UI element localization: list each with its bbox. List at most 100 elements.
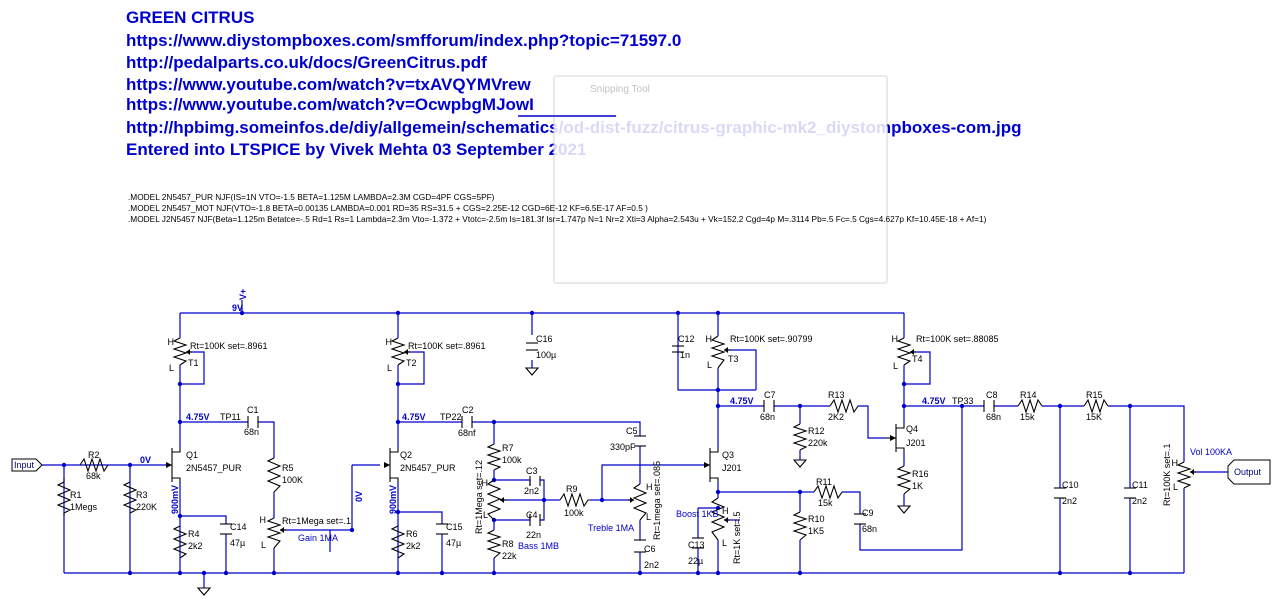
- trimmer-t2[interactable]: H L T2 Rt=100K set=.8961: [386, 337, 486, 373]
- link-diystompboxes[interactable]: https://www.diystompboxes.com/smfforum/i…: [126, 31, 681, 50]
- net-0v: 0V: [140, 455, 151, 465]
- svg-text:Rt=100K set=.8961: Rt=100K set=.8961: [190, 341, 268, 351]
- trimmer-t3[interactable]: H L T3 Rt=100K set=.90799: [706, 334, 813, 370]
- model-directives: .MODEL 2N5457_PUR NJF(IS=1N VTO=-1.5 BET…: [128, 192, 987, 224]
- svg-text:R13: R13: [828, 390, 845, 400]
- svg-text:Input: Input: [14, 460, 35, 470]
- resistor-r10[interactable]: R10 1K5: [792, 511, 825, 541]
- resistor-r9[interactable]: R9 100k: [559, 484, 590, 518]
- svg-text:C15: C15: [446, 522, 463, 532]
- capacitor-c3[interactable]: C3 2n2: [524, 466, 541, 496]
- pot-boost[interactable]: H L Rt=1K set=.5 Boost 1KB: [676, 497, 742, 564]
- svg-text:R7: R7: [502, 443, 514, 453]
- pot-volume[interactable]: H L Rt=100K set=.1 Vol 100KA: [1162, 443, 1232, 506]
- svg-text:H: H: [646, 482, 653, 492]
- svg-text:R6: R6: [406, 529, 418, 539]
- resistor-r6[interactable]: R6 2k2: [390, 525, 421, 559]
- resistor-r12[interactable]: R12 220k: [792, 423, 828, 451]
- svg-text:T1: T1: [188, 358, 199, 368]
- resistor-r8[interactable]: R8 22k: [486, 529, 517, 561]
- pot-treble[interactable]: H L Rt=1mega set=.085 Treble 1MA: [588, 461, 662, 540]
- pot-bass[interactable]: H L Rt=1Mega set=.12 Bass 1MB: [474, 460, 559, 551]
- resistor-r15[interactable]: R15 15K: [1083, 390, 1109, 422]
- net-vplus: V+: [238, 289, 248, 300]
- svg-text:2k2: 2k2: [188, 541, 203, 551]
- capacitor-c9[interactable]: C9 68n: [854, 508, 877, 534]
- resistor-r11[interactable]: R11 15k: [813, 477, 843, 508]
- resistor-r14[interactable]: R14 15k: [1017, 390, 1043, 422]
- svg-text:220K: 220K: [136, 502, 157, 512]
- svg-text:22n: 22n: [526, 530, 541, 540]
- resistor-r16[interactable]: R16 1K: [896, 465, 929, 495]
- svg-text:Q2: Q2: [400, 450, 412, 460]
- svg-text:C5: C5: [626, 426, 638, 436]
- snipping-tool-title: Snipping Tool: [590, 84, 650, 95]
- link-pedalparts[interactable]: http://pedalparts.co.uk/docs/GreenCitrus…: [126, 53, 487, 72]
- trimmer-t1[interactable]: H L T1 Rt=100K set=.8961: [168, 337, 268, 373]
- resistor-r1[interactable]: R1 1Megs: [56, 478, 98, 516]
- svg-text:R14: R14: [1020, 390, 1037, 400]
- svg-text:15K: 15K: [1086, 412, 1102, 422]
- svg-text:R3: R3: [136, 490, 148, 500]
- svg-text:Q4: Q4: [906, 424, 918, 434]
- capacitor-c13[interactable]: C13 22µ: [688, 537, 705, 566]
- svg-text:100µ: 100µ: [536, 350, 556, 360]
- input-port[interactable]: Input: [11, 458, 43, 472]
- resistor-r2[interactable]: R2 68k: [79, 450, 109, 481]
- capacitor-c10[interactable]: C10 2n2: [1054, 480, 1079, 506]
- ground-symbol: [792, 459, 808, 468]
- trimmer-t4[interactable]: H L T4 Rt=100K set=.88085: [892, 334, 999, 371]
- capacitor-c14[interactable]: C14 47µ: [220, 522, 247, 548]
- capacitor-c8[interactable]: C8 68n: [983, 390, 1001, 422]
- net-labels: V+ 9V 0V 4.75V 4.75V 4.75V 4.75V 900mV 9…: [140, 289, 974, 514]
- svg-text:Rt=1Mega set=.12: Rt=1Mega set=.12: [474, 460, 484, 534]
- svg-text:330pF: 330pF: [610, 442, 636, 452]
- capacitor-c1[interactable]: C1 68n: [244, 405, 259, 437]
- resistor-r7[interactable]: R7 100k: [486, 443, 522, 471]
- svg-text:2n2: 2n2: [1062, 496, 1077, 506]
- jfet-q3[interactable]: Q3 J201: [704, 448, 742, 482]
- ground-symbol: [896, 505, 912, 514]
- svg-text:H: H: [386, 337, 393, 347]
- svg-text:C12: C12: [678, 334, 695, 344]
- net-475-2: 4.75V: [402, 412, 426, 422]
- capacitor-c16[interactable]: C16 100µ: [526, 334, 556, 360]
- t2-wiper: [398, 351, 425, 385]
- capacitor-c15[interactable]: C15 47µ: [436, 522, 463, 548]
- capacitor-c6[interactable]: C6 2n2: [634, 539, 659, 570]
- svg-text:C4: C4: [526, 510, 538, 520]
- svg-text:H: H: [722, 506, 729, 516]
- svg-text:R15: R15: [1086, 390, 1103, 400]
- capacitor-c7[interactable]: C7 68n: [760, 390, 776, 422]
- svg-text:1K5: 1K5: [808, 526, 824, 536]
- pot-gain[interactable]: H L Rt=1Mega set=.1 Gain 1MA: [260, 515, 352, 550]
- svg-text:L: L: [1173, 482, 1178, 492]
- link-youtube-2[interactable]: https://www.youtube.com/watch?v=OcwpbgMJ…: [126, 95, 534, 114]
- capacitor-c2[interactable]: C2 68nf: [458, 405, 476, 438]
- svg-text:C13: C13: [688, 540, 705, 550]
- svg-text:T4: T4: [912, 354, 923, 364]
- jfet-q4[interactable]: Q4 J201: [886, 424, 926, 452]
- c9-loop: [859, 406, 963, 551]
- jfet-q2[interactable]: Q2 2N5457_PUR: [384, 448, 456, 482]
- author-credit: Entered into LTSPICE by Vivek Mehta 03 S…: [126, 140, 586, 159]
- capacitor-c12[interactable]: C12 1n: [672, 334, 695, 360]
- svg-text:R12: R12: [808, 426, 825, 436]
- resistor-r5[interactable]: R5 100K: [266, 457, 303, 493]
- resistor-r3[interactable]: R3 220K: [122, 481, 157, 514]
- capacitor-c11[interactable]: C11 2n2: [1124, 480, 1148, 506]
- output-port[interactable]: Output: [1227, 459, 1271, 485]
- svg-text:T2: T2: [406, 358, 417, 368]
- svg-text:68n: 68n: [760, 412, 775, 422]
- capacitor-c4[interactable]: C4 22n: [526, 510, 541, 540]
- svg-text:2N5457_PUR: 2N5457_PUR: [400, 463, 456, 473]
- net-9v: 9V: [232, 303, 243, 313]
- svg-text:L: L: [893, 361, 898, 371]
- svg-text:68n: 68n: [986, 412, 1001, 422]
- jfet-q1[interactable]: Q1 2N5457_PUR: [166, 448, 242, 482]
- svg-text:Vol 100KA: Vol 100KA: [1190, 447, 1232, 457]
- resistor-r4[interactable]: R4 2k2: [172, 525, 203, 559]
- link-youtube-1[interactable]: https://www.youtube.com/watch?v=txAVQYMV…: [126, 75, 532, 94]
- capacitor-c5[interactable]: C5 330pF: [610, 426, 646, 452]
- resistor-r13[interactable]: R13 2K2: [828, 390, 859, 422]
